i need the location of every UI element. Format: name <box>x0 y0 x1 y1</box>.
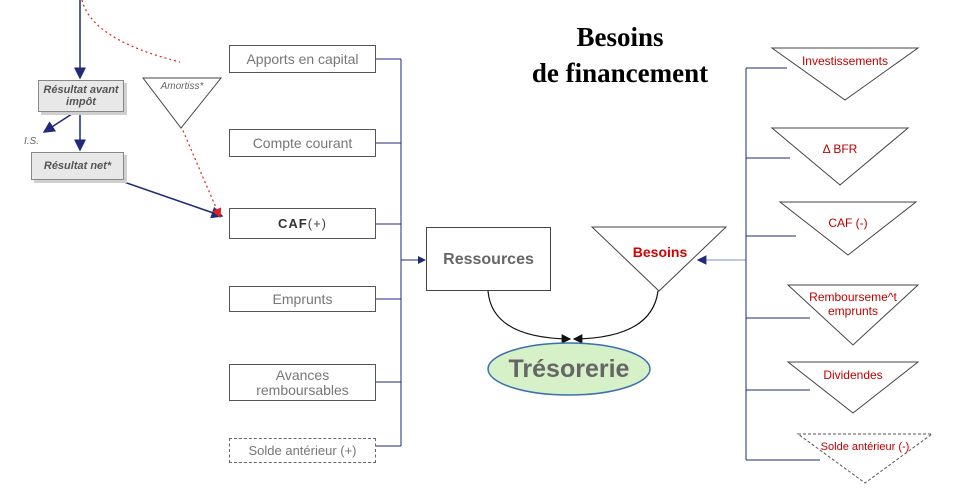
title-line-1: Besoins <box>576 22 664 52</box>
arrow-net-to-caf <box>123 181 224 219</box>
remboursement-triangle <box>786 284 920 346</box>
emprunts-box: Emprunts <box>229 286 376 312</box>
arrow-ressources-to-tresorerie <box>487 290 572 344</box>
ressources-box: Ressources <box>426 227 551 291</box>
bfr-triangle <box>770 127 910 186</box>
dotted-arrow-amortiss-to-caf <box>180 125 222 219</box>
investissements-label: Investissements <box>801 54 889 68</box>
caf-need-triangle <box>778 201 918 256</box>
tresorerie-label: Trésorerie <box>508 354 630 383</box>
bfr-label: Δ BFR <box>822 142 858 156</box>
remboursement-label: Rembourseme^t emprunts <box>809 290 897 318</box>
besoins-label: Besoins <box>632 244 688 260</box>
compte-courant-box: Compte courant <box>229 129 376 157</box>
caf-need-label: CAF (-) <box>828 216 868 230</box>
caf-box: CAF (+) <box>229 208 376 239</box>
investissements-triangle <box>770 47 920 101</box>
arrow-to-is <box>42 111 76 133</box>
resultat-avant-impot-box: Résultat avant impôt <box>38 80 124 112</box>
solde-need-label: Solde antérieur (-) <box>820 441 910 453</box>
arrow-besoins-to-tresorerie <box>572 290 659 344</box>
apports-capital-box: Apports en capital <box>229 45 376 73</box>
caf-bold-label: CAF <box>278 216 308 231</box>
avances-remboursables-box: Avances remboursables <box>229 364 376 401</box>
is-label: I.S. <box>24 136 40 147</box>
caf-sign-label: (+) <box>307 216 327 231</box>
title-line-2: de financement <box>531 58 709 88</box>
dividendes-triangle <box>786 361 920 414</box>
dotted-line-to-amortiss <box>81 0 181 63</box>
tresorerie-ellipse <box>487 342 651 396</box>
dividendes-label: Dividendes <box>823 368 883 382</box>
amortiss-triangle <box>141 77 223 129</box>
solde-need-triangle <box>796 433 934 484</box>
besoins-triangle <box>590 226 728 292</box>
solde-anterieur-box: Solde antérieur (+) <box>229 438 376 463</box>
resultat-net-box: Résultat net* <box>31 152 124 180</box>
amortiss-label: Amortiss* <box>160 81 204 92</box>
